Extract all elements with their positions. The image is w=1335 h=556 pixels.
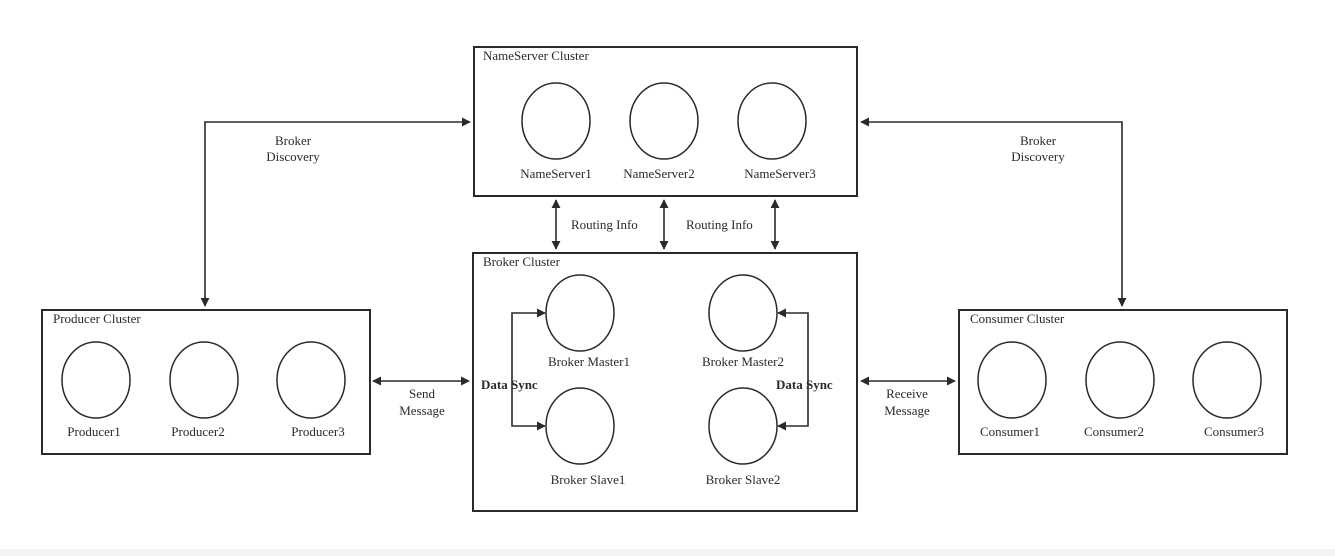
broker-discovery-left-label-line1: Broker <box>275 133 312 148</box>
data-sync-left-connector <box>511 308 546 431</box>
producer-cluster-box <box>41 309 371 455</box>
nameserver3-node <box>737 82 807 160</box>
producer3-node <box>276 341 346 419</box>
broker-master2-node <box>708 274 778 352</box>
consumer3-label: Consumer3 <box>1204 424 1264 439</box>
data-sync-left-label: Data Sync <box>481 377 538 392</box>
nameserver1-label: NameServer1 <box>520 166 591 181</box>
broker-slave1-label: Broker Slave1 <box>551 472 626 487</box>
nameserver-cluster-box <box>473 46 858 197</box>
producer2-node <box>169 341 239 419</box>
routing-info-label-1: Routing Info <box>571 217 638 232</box>
consumer2-node <box>1085 341 1155 419</box>
broker-cluster-title: Broker Cluster <box>483 254 561 269</box>
producer-cluster-title: Producer Cluster <box>53 311 141 326</box>
producer1-label: Producer1 <box>67 424 120 439</box>
consumer3-node <box>1192 341 1262 419</box>
consumer-cluster-box <box>958 309 1288 455</box>
producer3-label: Producer3 <box>291 424 344 439</box>
consumer-cluster-title: Consumer Cluster <box>970 311 1065 326</box>
nameserver3-label: NameServer3 <box>744 166 815 181</box>
broker-master1-node <box>545 274 615 352</box>
producer1-node <box>61 341 131 419</box>
routing-info-label-2: Routing Info <box>686 217 753 232</box>
nameserver1-node <box>521 82 591 160</box>
consumer1-label: Consumer1 <box>980 424 1040 439</box>
consumer1-node <box>977 341 1047 419</box>
broker-master2-label: Broker Master2 <box>702 354 784 369</box>
broker-slave2-node <box>708 387 778 465</box>
consumer-cluster: Consumer Cluster Consumer1 Consumer2 Con… <box>958 309 1288 455</box>
nameserver2-label: NameServer2 <box>623 166 694 181</box>
consumer2-label: Consumer2 <box>1084 424 1144 439</box>
send-message-label-line2: Message <box>399 403 445 418</box>
broker-discovery-right-label-line1: Broker <box>1020 133 1057 148</box>
broker-discovery-left-label-line2: Discovery <box>266 149 320 164</box>
nameserver-cluster: NameServer Cluster NameServer1 NameServe… <box>473 46 858 197</box>
broker-cluster-box <box>472 252 858 512</box>
data-sync-right-label: Data Sync <box>776 377 833 392</box>
nameserver2-node <box>629 82 699 160</box>
bottom-strip <box>0 549 1335 556</box>
receive-message-label-line2: Message <box>884 403 930 418</box>
broker-slave1-node <box>545 387 615 465</box>
broker-slave2-label: Broker Slave2 <box>706 472 781 487</box>
receive-message-label-line1: Receive <box>886 386 928 401</box>
nameserver-cluster-title: NameServer Cluster <box>483 48 589 63</box>
broker-master1-label: Broker Master1 <box>548 354 630 369</box>
producer2-label: Producer2 <box>171 424 224 439</box>
data-sync-right-connector <box>777 308 809 431</box>
send-message-label-line1: Send <box>409 386 436 401</box>
broker-discovery-right-label-line2: Discovery <box>1011 149 1065 164</box>
broker-cluster: Broker Cluster Broker Master1 Broker Mas… <box>472 252 858 512</box>
broker-discovery-left-connector <box>200 117 471 307</box>
broker-discovery-right-connector <box>860 117 1127 307</box>
producer-cluster: Producer Cluster Producer1 Producer2 Pro… <box>41 309 371 455</box>
